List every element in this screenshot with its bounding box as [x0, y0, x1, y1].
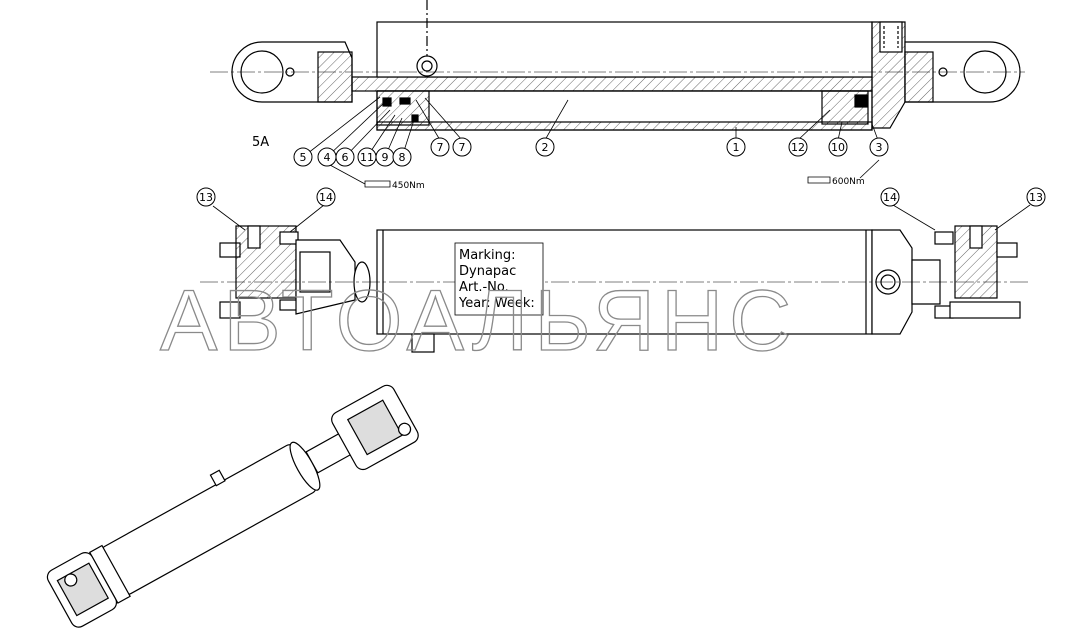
svg-text:13: 13	[1029, 191, 1043, 204]
svg-text:14: 14	[319, 191, 333, 204]
svg-text:12: 12	[791, 141, 805, 154]
svg-text:1: 1	[733, 141, 740, 154]
balloon-13-left: 13	[196, 187, 216, 207]
marking-line-2: Dynapac	[459, 264, 516, 279]
balloon-14-right: 14	[880, 187, 900, 207]
marking-line-1: Marking:	[459, 248, 516, 263]
balloon-7a: 7	[430, 137, 450, 157]
svg-text:2: 2	[542, 141, 549, 154]
svg-text:14: 14	[883, 191, 897, 204]
svg-text:450Nm: 450Nm	[392, 181, 425, 191]
torque-left: 450Nm	[364, 180, 425, 191]
balloon-13-right: 13	[1026, 187, 1046, 207]
balloon-14-left: 14	[316, 187, 336, 207]
part-balloons: 5 4 6 11 9 8 7 7 2 1 12 10 3 13 14 14 13	[196, 137, 1046, 207]
isometric-view	[46, 384, 419, 628]
balloon-4: 4	[317, 147, 337, 167]
balloon-6: 6	[335, 147, 355, 167]
balloon-11: 11	[357, 147, 377, 167]
svg-text:8: 8	[399, 151, 406, 164]
balloon-7b: 7	[452, 137, 472, 157]
svg-text:7: 7	[437, 141, 444, 154]
svg-text:3: 3	[876, 141, 883, 154]
svg-text:4: 4	[324, 151, 331, 164]
svg-text:11: 11	[360, 151, 374, 164]
svg-text:13: 13	[199, 191, 213, 204]
svg-text:6: 6	[342, 151, 349, 164]
balloon-2: 2	[535, 137, 555, 157]
balloon-12: 12	[788, 137, 808, 157]
section-label: 5A	[252, 135, 269, 150]
balloon-10: 10	[828, 137, 848, 157]
marking-line-4: Year: Week:	[458, 296, 535, 311]
svg-text:9: 9	[382, 151, 389, 164]
balloon-8: 8	[392, 147, 412, 167]
balloon-9: 9	[375, 147, 395, 167]
balloon-1: 1	[726, 137, 746, 157]
svg-text:5: 5	[300, 151, 307, 164]
torque-right: 600Nm	[807, 176, 865, 187]
balloon-3: 3	[869, 137, 889, 157]
svg-text:10: 10	[831, 141, 845, 154]
balloon-5: 5	[293, 147, 313, 167]
section-view	[210, 0, 1025, 131]
svg-text:7: 7	[459, 141, 466, 154]
marking-box: Marking: Dynapac Art.-No. Year: Week:	[454, 242, 544, 316]
svg-text:600Nm: 600Nm	[832, 177, 865, 187]
marking-line-3: Art.-No.	[459, 280, 509, 295]
watermark: АВТОАЛЬЯНС	[160, 273, 797, 369]
